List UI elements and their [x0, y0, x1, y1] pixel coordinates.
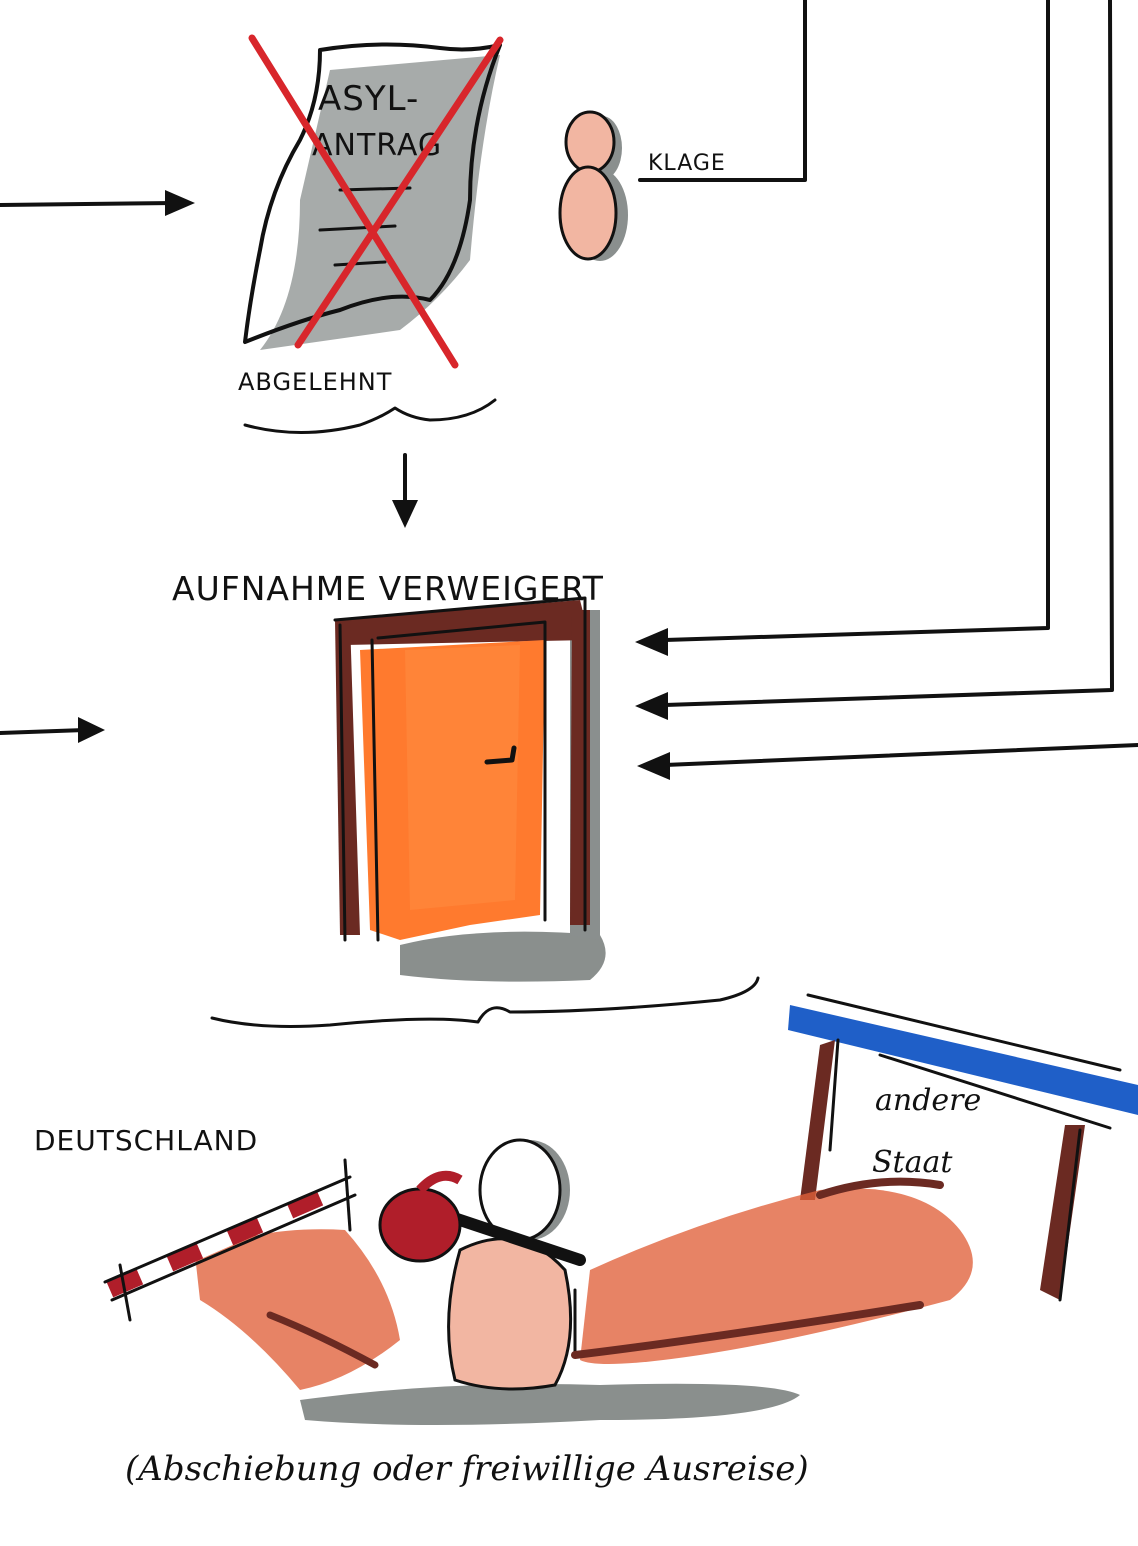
connector-line-3	[665, 745, 1138, 765]
ground-paths	[195, 1182, 973, 1425]
departing-person	[380, 1140, 580, 1389]
bundle-bag	[380, 1189, 460, 1261]
complainant-figure	[560, 112, 628, 261]
closed-door	[335, 598, 606, 982]
arrowhead-3	[637, 752, 670, 780]
connector-line-1	[665, 0, 1048, 640]
other-state-label-line2: Staat	[872, 1145, 953, 1180]
arrowhead-2	[635, 692, 668, 720]
left-arrow-top	[0, 203, 175, 205]
other-state-label-line1: andere	[875, 1083, 981, 1118]
rejected-label: ABGELEHNT	[238, 368, 392, 396]
left-arrow-middle	[0, 730, 85, 733]
door-underline-brace	[212, 978, 758, 1026]
rejected-underline-brace	[245, 400, 495, 433]
down-arrowhead	[392, 500, 418, 528]
germany-label: DEUTSCHLAND	[34, 1124, 258, 1157]
complaint-label: KLAGE	[648, 151, 726, 176]
caption-label: (Abschiebung oder freiwillige Ausreise)	[125, 1449, 809, 1489]
left-arrowhead-middle	[78, 717, 105, 743]
left-arrowhead-top	[165, 190, 195, 216]
connector-line-2	[665, 0, 1112, 705]
asylum-label-line1: ASYL-	[318, 79, 419, 119]
arrowhead-1	[635, 628, 668, 656]
